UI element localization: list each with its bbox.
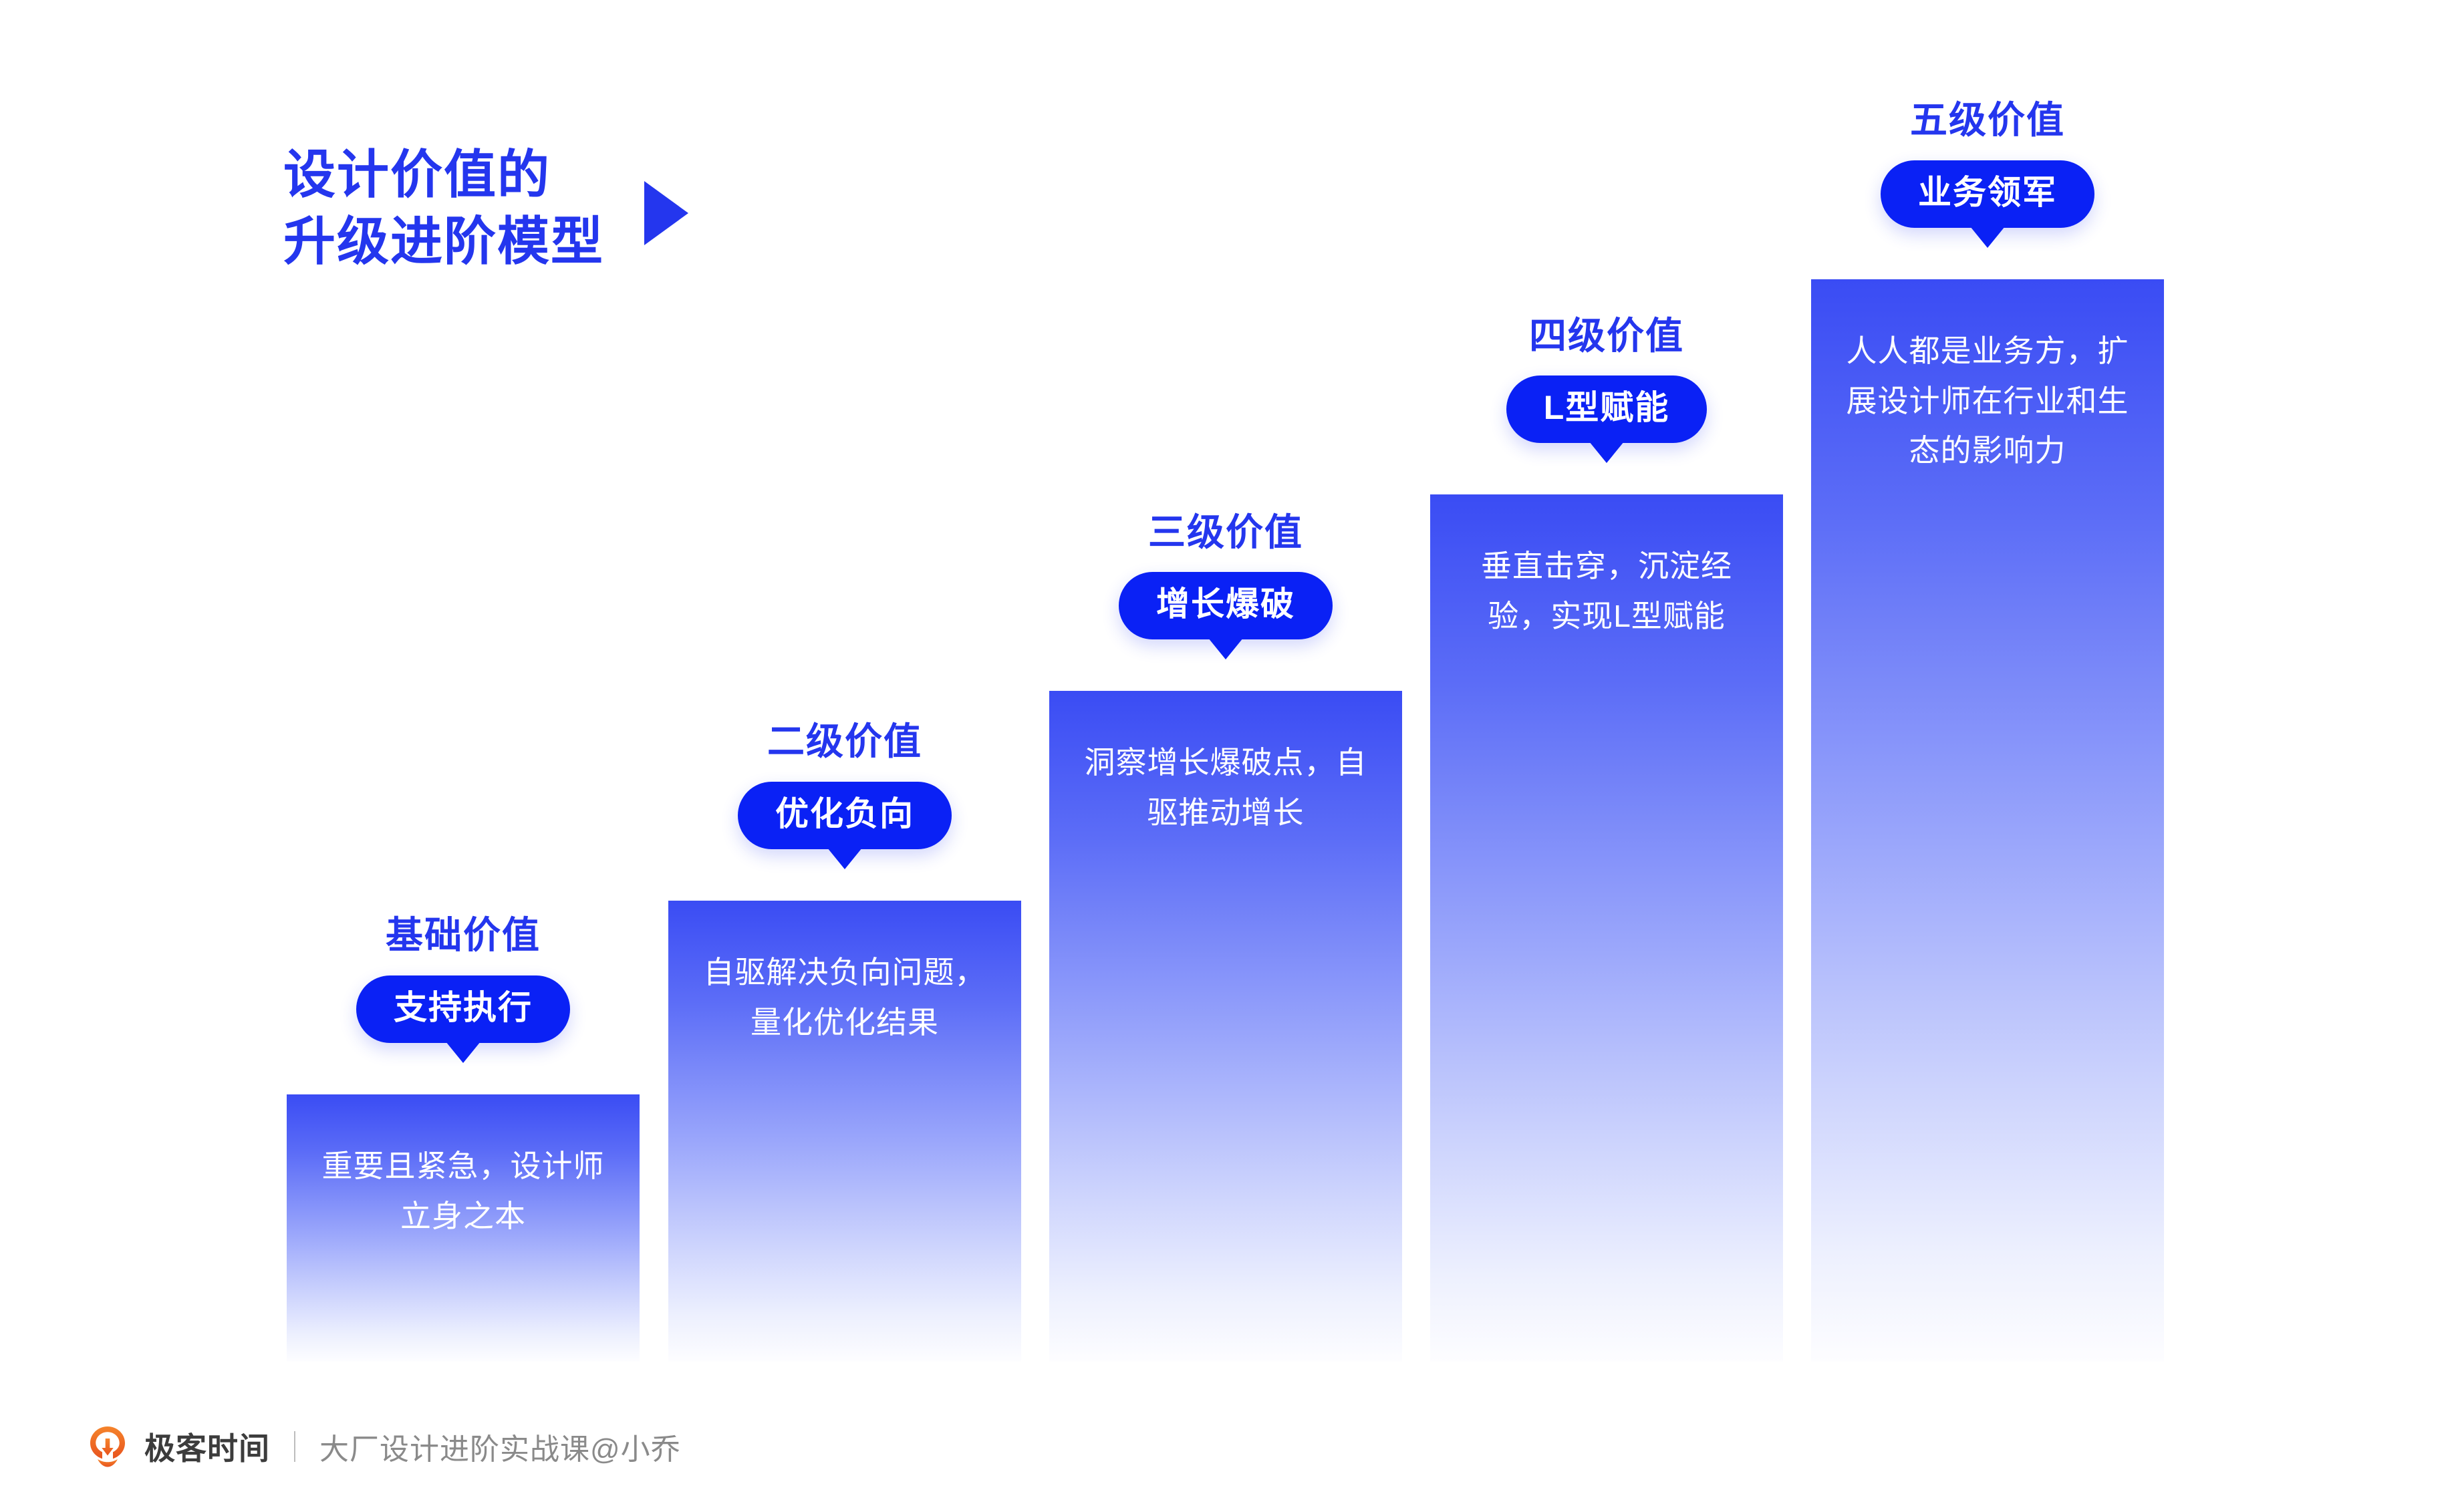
page-title: 设计价值的 升级进阶模型: [283, 142, 604, 275]
step-level-label-2: 二级价值: [767, 720, 922, 762]
step-bar-3: 洞察增长爆破点，自驱推动增长: [1049, 691, 1402, 1362]
step-body-5: 人人都是业务方，扩展设计师在行业和生态的影响力: [1846, 333, 2129, 468]
geekbang-logo-icon: [86, 1424, 130, 1469]
step-pill-wrap-3: 增长爆破: [1041, 572, 1410, 639]
step-pill-2[interactable]: 优化负向: [738, 782, 952, 849]
step-level-label-3: 三级价值: [1148, 511, 1303, 553]
step-pill-1[interactable]: 支持执行: [356, 975, 570, 1043]
step-level-label-5: 五级价值: [1910, 99, 2065, 141]
footer-course-label: 大厂设计进阶实战课@小乔: [319, 1433, 681, 1466]
step-bar-1: 重要且紧急，设计师立身之本: [287, 1094, 640, 1362]
step-pill-wrap-5: 业务领军: [1803, 160, 2172, 228]
step-body-1: 重要且紧急，设计师立身之本: [321, 1149, 605, 1233]
step-level-label-1: 基础价值: [386, 914, 541, 956]
step-body-3: 洞察增长爆破点，自驱推动增长: [1084, 745, 1367, 830]
step-pill-wrap-1: 支持执行: [279, 975, 648, 1043]
step-pill-4[interactable]: L型赋能: [1506, 375, 1708, 443]
step-bar-5: 人人都是业务方，扩展设计师在行业和生态的影响力: [1811, 279, 2164, 1362]
footer-divider: [294, 1431, 295, 1462]
page-title-line-2: 升级进阶模型: [283, 211, 605, 271]
step-pill-3[interactable]: 增长爆破: [1119, 572, 1333, 639]
step-bar-2: 自驱解决负向问题，量化优化结果: [668, 901, 1021, 1362]
page-title-line-1: 设计价值的: [283, 145, 551, 204]
step-pill-5[interactable]: 业务领军: [1881, 160, 2094, 228]
step-pill-wrap-2: 优化负向: [660, 782, 1029, 849]
footer-brand: 极客时间: [144, 1431, 270, 1466]
play-triangle-icon: [644, 180, 689, 245]
step-bar-4: 垂直击穿，沉淀经验，实现L型赋能: [1430, 494, 1783, 1362]
footer: 极客时间 大厂设计进阶实战课@小乔: [86, 1424, 681, 1469]
step-pill-wrap-4: L型赋能: [1422, 375, 1791, 443]
page-title-block: 设计价值的 升级进阶模型: [283, 142, 689, 275]
step-body-4: 垂直击穿，沉淀经验，实现L型赋能: [1481, 549, 1732, 633]
step-body-2: 自驱解决负向问题，量化优化结果: [703, 955, 986, 1040]
step-level-label-4: 四级价值: [1529, 315, 1684, 357]
